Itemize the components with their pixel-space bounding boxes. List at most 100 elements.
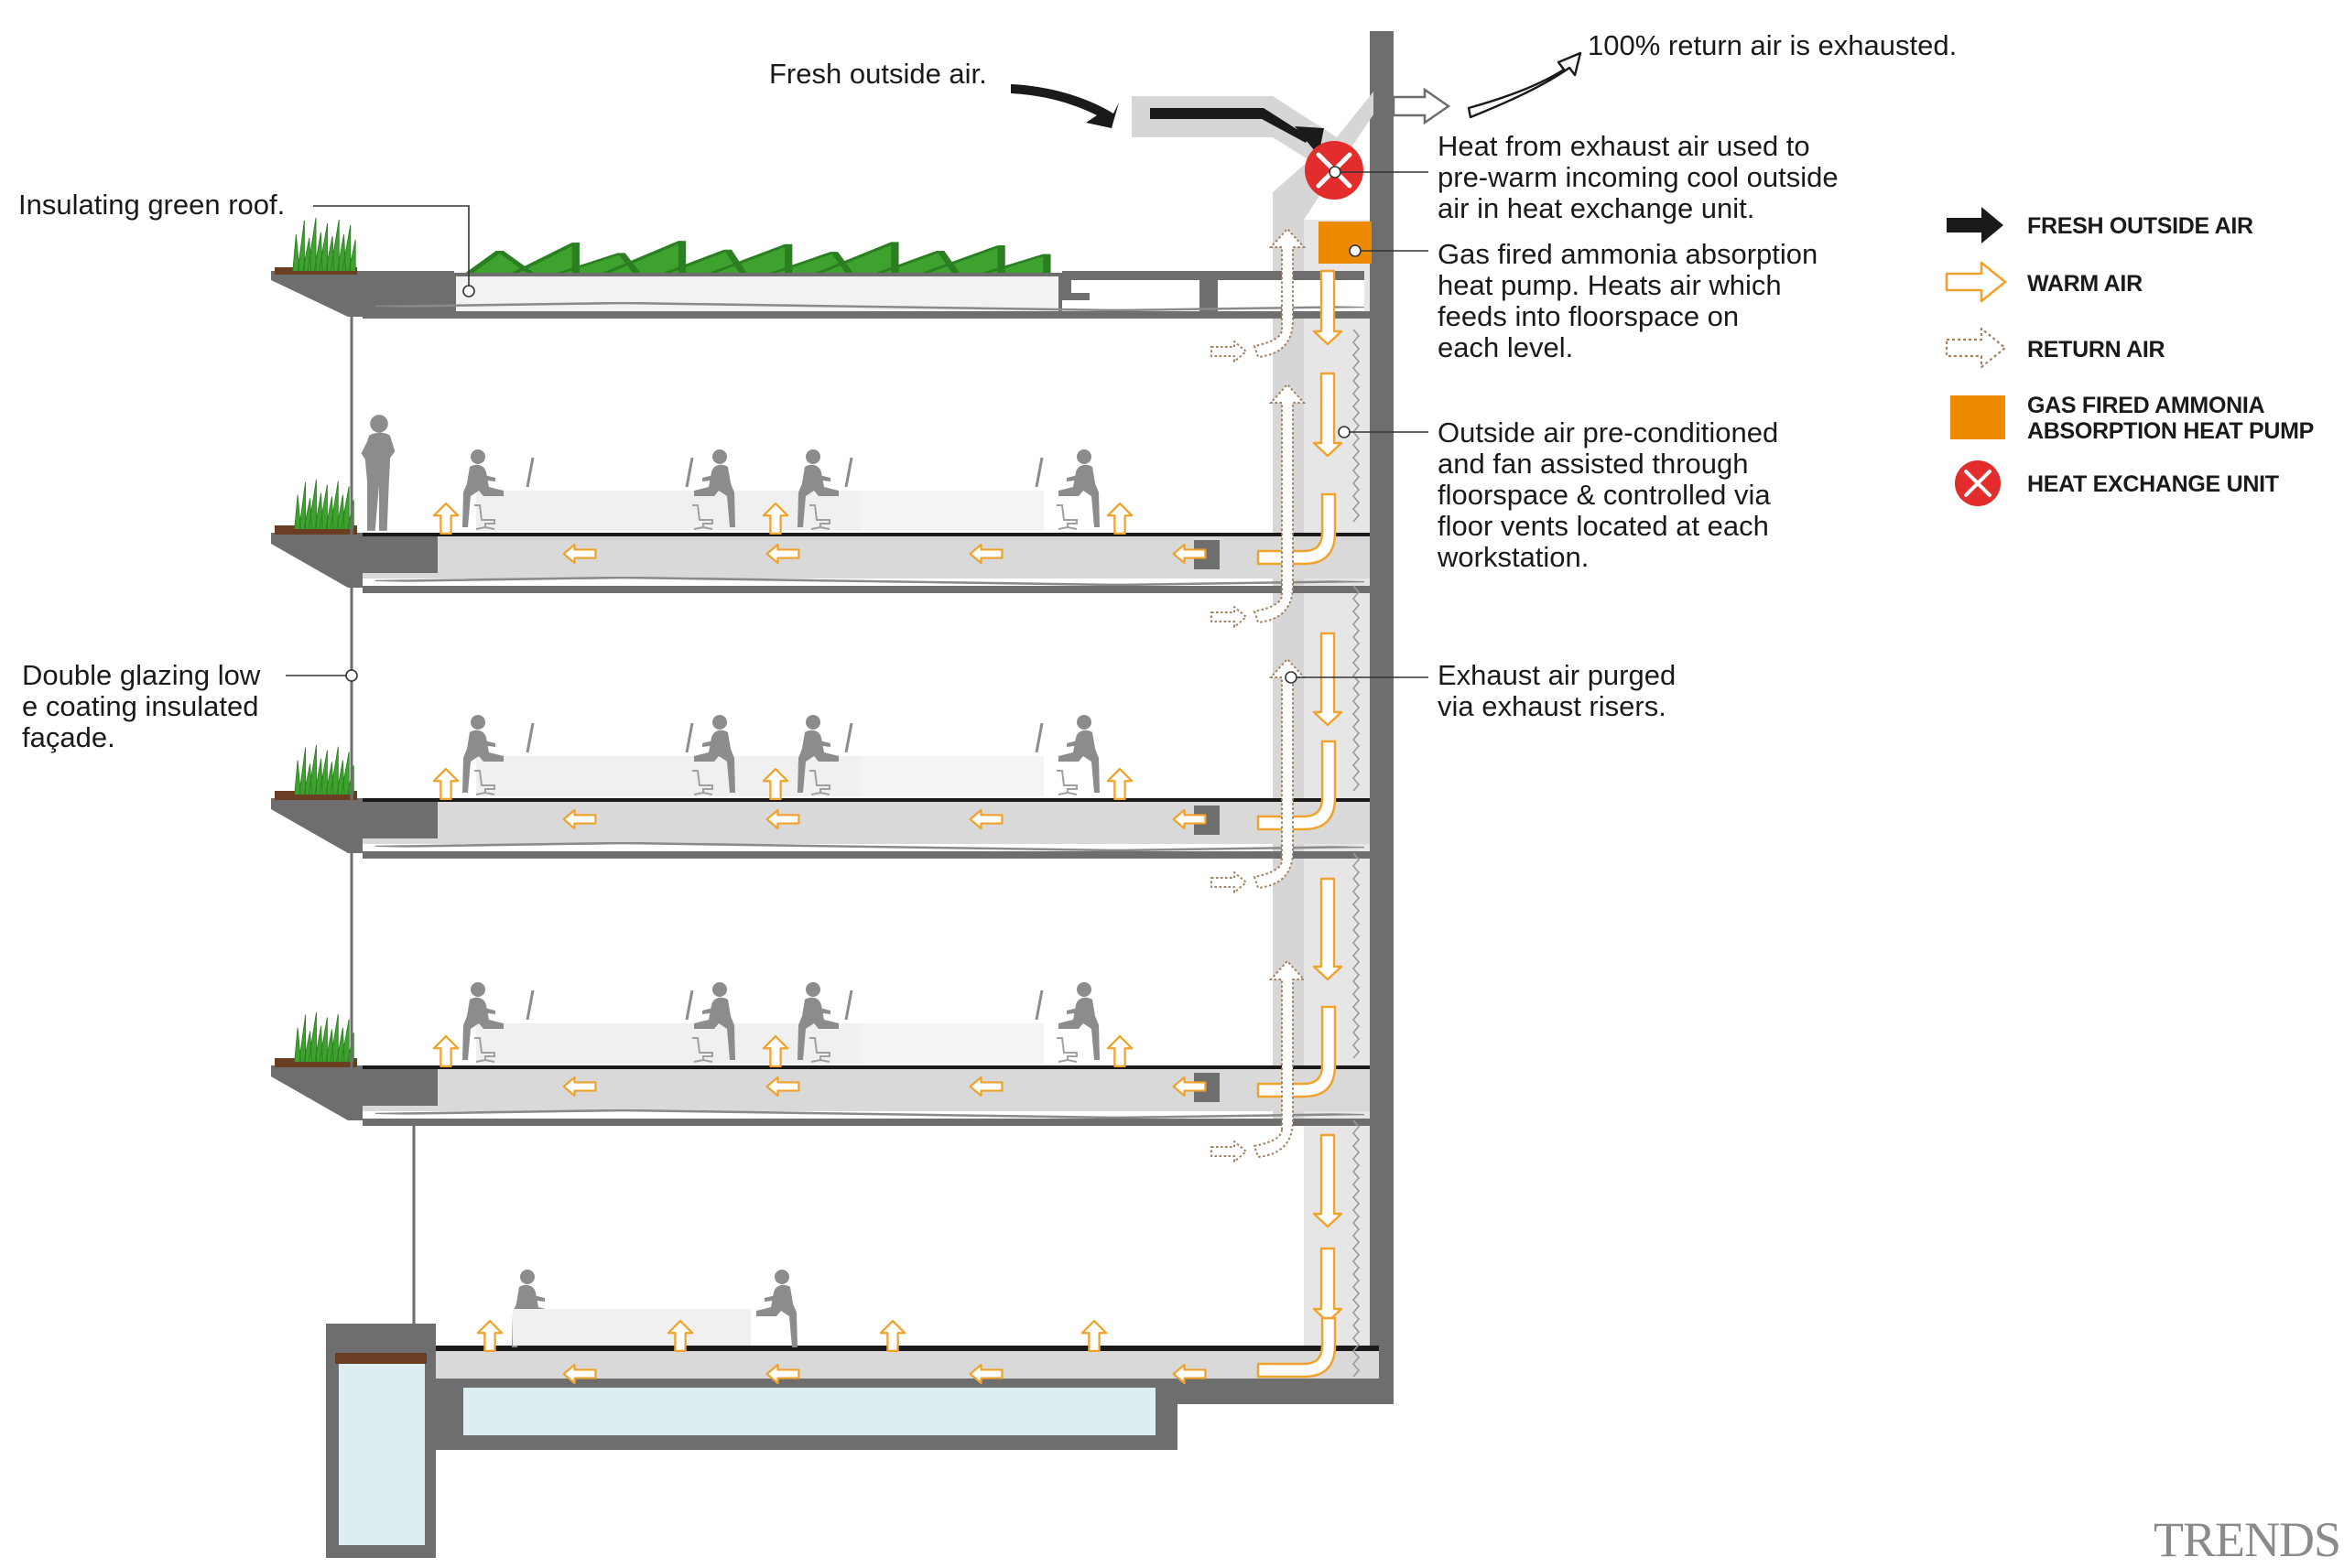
edge-beam [363, 802, 438, 838]
legend-fresh-air: FRESH OUTSIDE AIR [1947, 207, 2253, 243]
planter-grass [294, 1011, 354, 1062]
exhaust-up-arrow [1253, 959, 1307, 1159]
heat-pump-label-line3: feeds into floorspace on [1438, 300, 1739, 332]
heat-exchange-label-line3: air in heat exchange unit. [1438, 192, 1754, 224]
person-seated [1058, 982, 1100, 1060]
heat-pump-icon [1318, 222, 1372, 264]
floor-plate-2 [271, 744, 1370, 859]
ceiling-insulation [375, 843, 1364, 850]
exhaust-outlet-arrow [1392, 87, 1451, 125]
desk-screen [476, 756, 861, 796]
heat-pump-label-line1: Gas fired ammonia absorption [1438, 238, 1818, 270]
person-seated [1058, 715, 1100, 793]
office-chair [1056, 770, 1078, 795]
planter-soil [275, 791, 357, 800]
slab-soffit [363, 1119, 1370, 1126]
riser-wall [1370, 31, 1394, 1402]
dotted-arrow-icon [1945, 327, 2007, 369]
return-air-arrow [1210, 341, 1247, 362]
leader-lines [286, 166, 1428, 684]
monitor [685, 457, 694, 488]
exhaust-up-arrow [1253, 383, 1307, 624]
floor-plate-3 [271, 1011, 1370, 1126]
outside-air-label-line3: floorspace & controlled via [1438, 479, 1771, 511]
monitor [844, 989, 853, 1021]
legend-return-air-label: RETURN AIR [2027, 337, 2165, 362]
supply-elbow [1256, 492, 1337, 566]
legend-warm-air: WARM AIR [1945, 261, 2143, 303]
floor-vent-arrow [432, 1034, 460, 1068]
brand-logo: TRENDS [2154, 1512, 2340, 1567]
supply-down-arrow [1312, 1133, 1343, 1228]
exhaust-label-line2: via exhaust risers. [1438, 690, 1666, 722]
green-roof-label: Insulating green roof. [18, 189, 285, 221]
glazing-label-line1: Double glazing low [22, 659, 261, 691]
building-structure [271, 31, 1394, 1558]
ceiling-band [363, 838, 1370, 844]
slab-overhang [271, 798, 363, 853]
legend-heat-exchange-label: HEAT EXCHANGE UNIT [2027, 471, 2279, 497]
glazing-label-line2: e coating insulated [22, 690, 259, 722]
monitor [685, 722, 694, 753]
monitor [844, 457, 853, 488]
person-seated [1058, 449, 1100, 527]
desk-screen [476, 1023, 861, 1064]
slab-overhang [271, 533, 363, 588]
slab-soffit [363, 851, 1370, 859]
floor-finish [363, 1065, 1370, 1069]
heat-pump-label-line4: each level. [1438, 331, 1573, 363]
floor-vent-arrow [1106, 1034, 1134, 1068]
ceiling-band [363, 1106, 1370, 1111]
return-air-arrow [1210, 1141, 1247, 1162]
heat-pump-label-line2: heat pump. Heats air which [1438, 269, 1782, 301]
supply-elbow [1256, 1316, 1337, 1379]
monitor [526, 989, 535, 1021]
ceiling-insulation [375, 1110, 1364, 1118]
exhaust-up-arrow [1253, 227, 1307, 359]
planter-grass [294, 479, 354, 529]
glazing-label-line3: façade. [22, 721, 115, 753]
supply-elbow [1256, 1005, 1337, 1098]
return-air-arrow [1210, 871, 1247, 893]
legend-fresh-air-label: FRESH OUTSIDE AIR [2027, 213, 2253, 239]
ceiling-insulation [375, 578, 1364, 585]
desk-screen [861, 491, 1044, 531]
ceiling-band [363, 573, 1370, 579]
floor-vent-arrow [432, 502, 460, 535]
exhaust-label-line1: Exhaust air purged [1438, 659, 1676, 691]
legend-heat-exchange: HEAT EXCHANGE UNIT [1955, 460, 2279, 506]
callout-labels: Fresh outside air. 100% return air is ex… [18, 29, 1957, 753]
monitor [526, 457, 535, 488]
orange-square-icon [1950, 395, 2005, 439]
slab-overhang [271, 1065, 363, 1120]
outside-air-label-line2: and fan assisted through [1438, 448, 1749, 480]
exhaust-callout-arrow [1467, 51, 1582, 119]
orange-outline-arrow-icon [1945, 261, 2007, 303]
monitor [526, 722, 535, 753]
edge-beam [363, 1069, 438, 1106]
monitor [1035, 989, 1044, 1021]
return-exhausted-label: 100% return air is exhausted. [1588, 29, 1957, 61]
planter-grass [294, 744, 354, 795]
red-x-circle-icon [1955, 460, 2001, 506]
person-seated [756, 1270, 798, 1347]
riser-wave [1351, 1119, 1361, 1378]
floor-finish [363, 798, 1370, 802]
edge-beam [363, 536, 438, 573]
monitor [685, 989, 694, 1021]
outside-air-label-line5: workstation. [1437, 541, 1589, 573]
desk-screen [861, 756, 1044, 796]
heat-exchange-label-line2: pre-warm incoming cool outside [1438, 161, 1839, 193]
office-chair [1056, 1037, 1078, 1063]
legend-heat-pump-label-line2: ABSORPTION HEAT PUMP [2027, 418, 2314, 444]
exhaust-up-arrow [1253, 657, 1307, 890]
supply-down-arrow [1312, 632, 1343, 727]
legend: FRESH OUTSIDE AIR WARM AIR RETURN AIR GA… [1945, 207, 2314, 506]
floor-plate-1 [271, 479, 1370, 593]
legend-heat-pump-label-line1: GAS FIRED AMMONIA [2027, 393, 2264, 418]
legend-return-air: RETURN AIR [1945, 327, 2165, 369]
desk-screen [513, 1309, 751, 1346]
riser-wave [1351, 329, 1361, 523]
supply-elbow [1256, 740, 1337, 831]
black-arrow-icon [1947, 207, 2003, 243]
